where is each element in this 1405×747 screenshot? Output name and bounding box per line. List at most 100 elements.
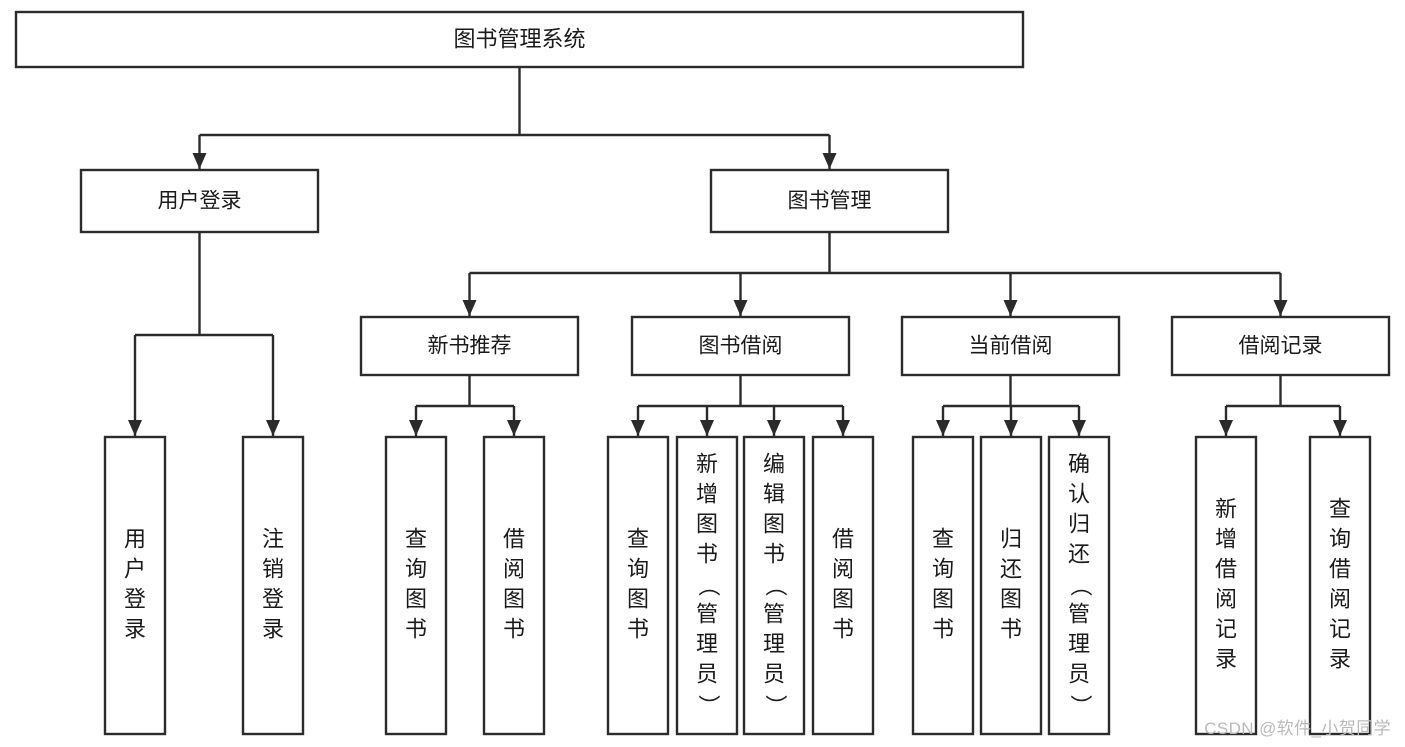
connector-layer [128,67,1347,436]
node-label-char: 增 [1215,526,1237,551]
arrow-head-icon [266,420,280,436]
node-label-char: 图 [932,586,954,611]
node-label-char: 确 [1068,451,1090,476]
arrow-head-icon [1219,420,1233,436]
node-level2-2[interactable]: 当前借阅 [900,315,1121,377]
node-layer: 图书管理系统用户登录图书管理新书推荐图书借阅当前借阅借阅记录用户登录注销登录查询… [14,10,1391,736]
node-label-char: 书 [1000,616,1022,641]
node-label-char: 书 [932,616,954,641]
node-box [811,435,875,736]
arrow-head-icon [507,420,521,436]
node-label-char: 询 [932,556,954,581]
node-label-char: 员 [1068,661,1090,686]
node-level1-1[interactable]: 图书管理 [709,168,950,234]
node-label-char: 归 [1000,526,1022,551]
node-label-char: （ [1068,574,1093,596]
arrow-head-icon [462,300,477,316]
node-box [911,435,975,736]
arrow-head-icon [700,420,714,436]
node-label-char: 记 [1329,616,1351,641]
node-label-char: 借 [1329,556,1351,581]
node-label-char: 销 [262,556,284,581]
node-box [630,315,851,377]
node-label-char: 借 [832,526,854,551]
node-level2-0[interactable]: 新书推荐 [359,315,580,377]
node-label-char: 阅 [1329,586,1351,611]
node-label: 用户登录 [158,190,242,213]
node-label-char: 阅 [1215,586,1237,611]
node-level2-3[interactable]: 借阅记录 [1170,315,1391,377]
node-label-char: 登 [124,586,146,611]
node-label-char: 查 [932,526,954,551]
node-box [900,315,1121,377]
arrow-head-icon [822,153,837,169]
node-label-char: 书 [627,616,649,641]
node-box [1047,435,1111,736]
node-label-char: 辑 [763,481,785,506]
node-label-char: 图 [763,511,785,536]
node-label-char: 员 [763,661,785,686]
node-box [103,435,167,736]
node-box [979,435,1043,736]
node-box [1308,435,1372,736]
node-label-char: 员 [696,661,718,686]
arrow-head-icon [128,420,142,436]
node-label-char: 图 [503,586,525,611]
node-label-char: 新 [1215,496,1237,521]
node-box [742,435,806,736]
csdn-watermark: CSDN @软件_小贺同学 [1204,719,1391,738]
node-label-char: 借 [503,526,525,551]
node-box [1170,315,1391,377]
node-box [675,435,739,736]
node-label-char: 图 [1000,586,1022,611]
node-box [14,10,1025,69]
arrow-head-icon [409,420,423,436]
node-label-char: 录 [1215,646,1237,671]
node-label-char: 增 [696,481,718,506]
node-label-char: 录 [1329,646,1351,671]
arrow-head-icon [1273,300,1288,316]
arrow-head-icon [733,300,748,316]
node-label-char: 询 [1329,526,1351,551]
arrow-head-icon [1003,300,1018,316]
arrow-head-icon [936,420,950,436]
node-level1-0[interactable]: 用户登录 [79,168,320,234]
node-label: 图书借阅 [699,335,783,358]
node-label-char: 借 [1215,556,1237,581]
node-label-char: 管 [763,601,785,626]
node-leaf-0[interactable]: 用户登录 [103,435,167,736]
node-label-char: 查 [1329,496,1351,521]
node-label: 当前借阅 [969,335,1053,358]
node-label-char: 还 [1000,556,1022,581]
node-label-char: 书 [696,541,718,566]
node-label-char: 图 [405,586,427,611]
node-label-char: 理 [763,631,785,656]
node-label-char: 用 [124,526,146,551]
node-root[interactable]: 图书管理系统 [14,10,1025,69]
node-label-char: 查 [627,526,649,551]
node-box [709,168,950,234]
node-label-char: 书 [763,541,785,566]
node-label-char: （ [763,574,788,596]
node-box [384,435,448,736]
node-label-char: 登 [262,586,284,611]
node-box [606,435,670,736]
node-label: 图书管理 [788,190,872,213]
node-level2-1[interactable]: 图书借阅 [630,315,851,377]
node-label-char: 查 [405,526,427,551]
node-label: 借阅记录 [1239,335,1323,358]
node-label-char: 书 [832,616,854,641]
